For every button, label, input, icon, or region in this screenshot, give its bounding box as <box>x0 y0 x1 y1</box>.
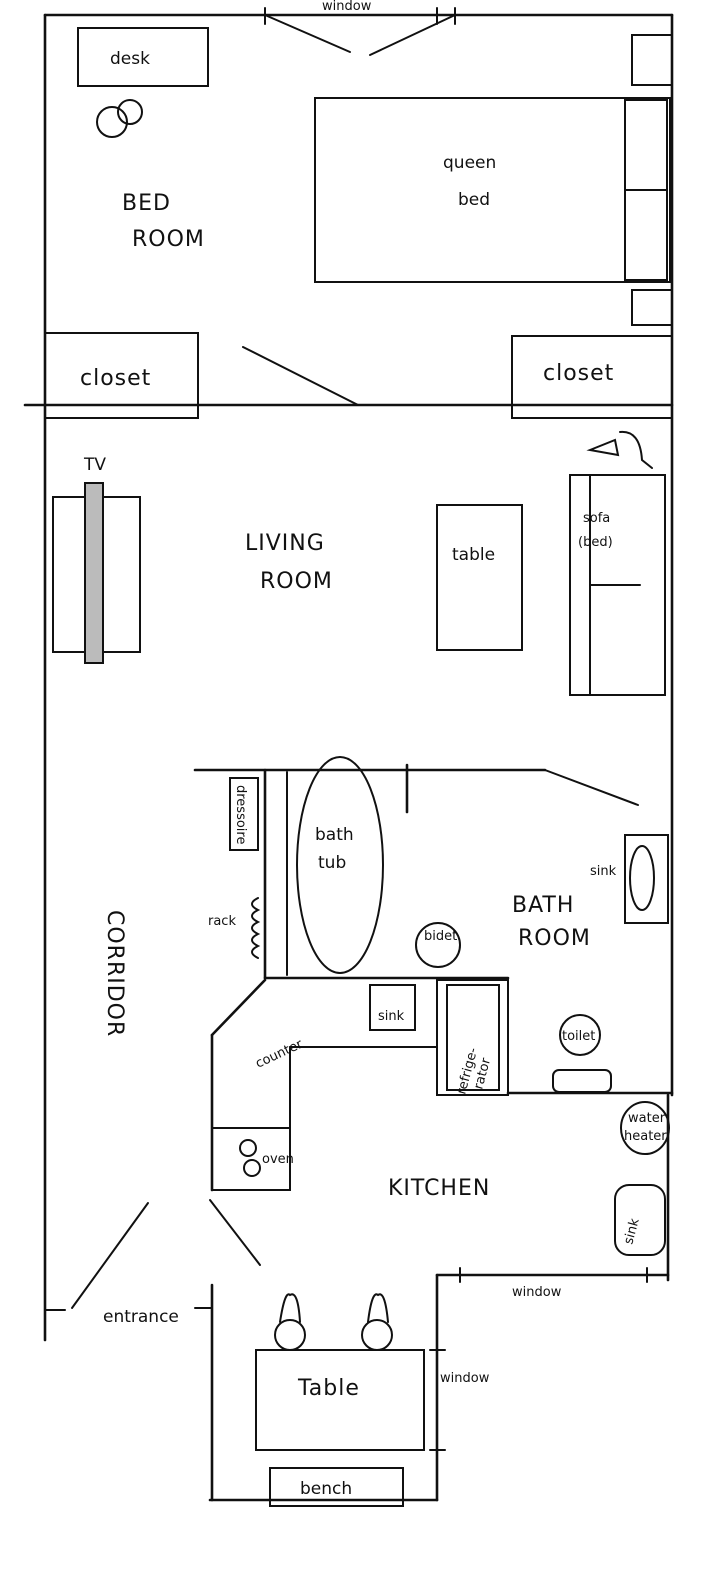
oven-label: oven <box>262 1152 294 1167</box>
living-room: TV LIVING ROOM table sofa (bed) <box>52 430 666 696</box>
kitchen-sink <box>614 1184 666 1256</box>
water-heater-label: heater <box>624 1129 667 1144</box>
oven <box>211 1127 291 1191</box>
nightstand-lamp-icon <box>631 34 673 86</box>
counter-sink-label: sink <box>378 1009 405 1024</box>
toilet <box>559 1014 601 1056</box>
living-room-title: LIVING <box>245 531 325 556</box>
tv <box>84 482 104 664</box>
bidet <box>415 922 461 968</box>
dressoire <box>229 777 259 851</box>
desk <box>77 27 209 87</box>
counter-label: counter <box>253 1037 305 1072</box>
dining-table <box>255 1349 425 1451</box>
dining-window-label: window <box>440 1371 490 1386</box>
dining-table-label: Table <box>297 1376 360 1401</box>
bathroom-title: BATH <box>512 893 574 918</box>
bench-label: bench <box>300 1479 352 1499</box>
kitchen: sink counter oven KITCHEN water heater s… <box>210 978 670 1300</box>
bedroom-title: BED <box>122 191 171 216</box>
desk-label: desk <box>110 49 150 69</box>
tv-label: TV <box>83 455 106 475</box>
nightstand-lamp-icon <box>631 289 673 326</box>
closet-left <box>44 332 199 419</box>
toilet-label: toilet <box>562 1029 595 1044</box>
queen-bed-label: queen <box>443 153 496 173</box>
sofa-label: (bed) <box>578 535 613 550</box>
desk-chair-icon <box>96 99 143 138</box>
bench <box>269 1467 404 1507</box>
closet-right <box>511 335 673 419</box>
bath-sink <box>624 834 669 924</box>
rack-icon <box>251 897 261 959</box>
queen-bed-label: bed <box>458 190 490 210</box>
kitchen-sink-label: sink <box>621 1216 642 1246</box>
entrance-door <box>71 1202 149 1309</box>
rack-label: rack <box>208 914 236 929</box>
living-table <box>436 504 523 651</box>
entrance: entrance <box>44 1199 261 1327</box>
living-room-title: ROOM <box>260 569 333 594</box>
kitchen-window-label: window <box>512 1285 562 1300</box>
sofa-bed <box>569 474 666 696</box>
living-table-label: table <box>452 545 495 565</box>
bathroom-title: ROOM <box>518 926 591 951</box>
corridor-title: CORRIDOR <box>102 910 127 1037</box>
dining-area: window Table bench <box>208 1273 490 1507</box>
bath-sink-label: sink <box>590 864 617 879</box>
lamp-icon <box>586 430 653 469</box>
bathroom: bath tub dressoire rack bidet sink BATH … <box>193 756 674 1096</box>
closet-left-label: closet <box>80 366 151 391</box>
dressoire-label: dressoire <box>233 785 248 844</box>
water-heater <box>620 1101 670 1155</box>
bath-tub <box>296 756 384 974</box>
bathroom-door <box>544 769 639 806</box>
bath-tub-label: bath <box>315 825 354 845</box>
window-top-label: window <box>322 0 372 14</box>
entrance-label: entrance <box>103 1307 179 1327</box>
bath-tub-label: tub <box>318 853 346 873</box>
chair-icon <box>361 1293 393 1351</box>
counter-sink <box>369 984 416 1031</box>
outer-walls <box>23 13 674 1342</box>
kitchen-title: KITCHEN <box>388 1176 490 1201</box>
closet-right-label: closet <box>543 361 614 386</box>
water-heater-label: water <box>628 1111 666 1126</box>
window-top: window <box>264 0 456 56</box>
bidet-label: bidet <box>424 929 457 944</box>
queen-bed <box>314 97 671 283</box>
refrigerator <box>436 979 509 1096</box>
bedroom-door <box>242 346 359 406</box>
sofa-label: sofa <box>583 511 610 526</box>
bedroom: desk queen bed BED ROOM closet closet <box>44 27 673 419</box>
bedroom-title: ROOM <box>132 227 205 252</box>
chair-icon <box>274 1293 306 1351</box>
